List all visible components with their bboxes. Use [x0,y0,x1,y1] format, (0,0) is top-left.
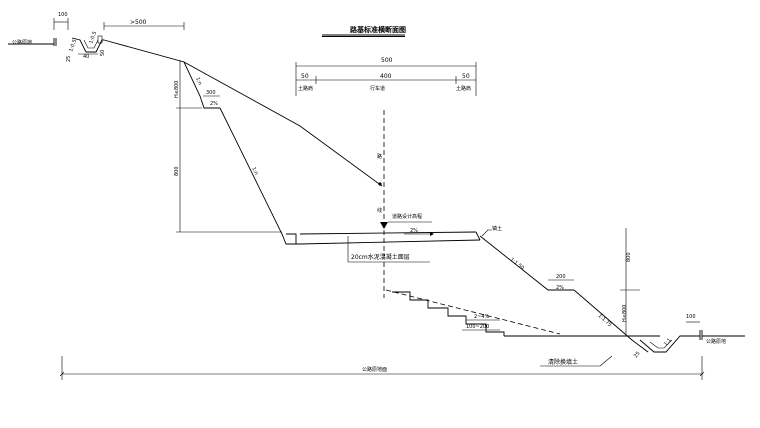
shoulder-right-width: 50 [462,73,470,80]
ditch-depth-right: 25 [633,351,642,360]
right-original-ground-label: 公路原地 [706,338,726,345]
bench-steps-profile [392,291,505,336]
overall-ground-label: 公路原地面 [362,366,387,373]
fill-slope-upper-label: 1:1.50 [509,257,525,272]
left-ditch: 100 1:0.5 1:0.5 25 40 50 [8,12,106,62]
natural-ground-line [183,61,383,187]
design-elevation-marker: 道路设计高程 2% [380,213,434,236]
cut-distance-dim: >500 [103,19,185,30]
slope-height-right: H≤800 [622,305,628,323]
centerline-label-top: 路 [377,153,382,160]
design-elevation-label: 道路设计高程 [392,213,422,220]
ditch-depth-left: 25 [66,56,72,62]
road-crossfall: 2% [410,228,418,234]
right-vertical-dims: 800 H≤800 [620,228,640,334]
vertical-800-right: 800 [626,252,632,262]
pavement: 20cm水泥混凝土面层 [286,231,481,263]
left-cut-slope: 1:n 1:n 300 2% [103,39,383,245]
vertical-800-left: 800 [174,166,180,176]
width-dimensions: 500 50 400 50 土路肩 行车道 土路肩 [295,57,477,96]
cut-slope-upper-label: 1:n [194,77,203,87]
shoulder-right-label: 土路肩 [456,85,471,92]
berm-width-left: 300 [206,90,216,96]
berm-width-right: 200 [556,274,566,280]
right-ditch-profile [639,335,700,353]
step-width-label: 100~200 [466,324,489,330]
overall-width-dim: 公路原地面 [59,356,705,380]
step-slope-label: 2~4% [474,314,490,320]
clear-fill-label: 清除换填土 [548,358,578,366]
ditch-top-width-left: 100 [58,12,68,18]
lower-cut-slope-line [219,107,300,245]
left-original-ground-label: 公路原地 [12,39,32,46]
drawing-title: 路基标准横断面图 [350,25,406,34]
ditch-slope-right: 1:1 [663,337,673,347]
benching-steps: 2~4% 100~200 清除换填土 [385,289,660,367]
lower-fill-slope-line [573,289,649,353]
left-vertical-dims: H≤800 800 [174,60,282,233]
ditch-bottom-left: 40 [83,54,89,60]
upper-cut-slope-line [103,39,220,109]
retaining-label: 镇土 [492,225,502,232]
ditch-side-left: 50 [100,50,106,56]
ditch-slope-b: 1:0.5 [88,31,98,45]
pavement-bottom [299,239,481,245]
left-ditch-profile [71,37,104,53]
total-width-label: 500 [381,57,393,64]
berm-crossfall-right: 2% [556,285,564,291]
cut-slope-lower-label: 1:n [250,166,259,176]
cut-distance-label: >500 [130,19,147,26]
right-ditch: 100 1:1 25 公路原地 [633,314,745,359]
ditch-top-width-right: 100 [686,314,696,320]
ditch-slope-a: 1:0.5 [68,39,78,53]
slope-height-left: H≤800 [174,81,180,99]
berm-crossfall-left: 2% [210,101,218,107]
lane-width: 400 [380,73,392,80]
shoulder-left-width: 50 [301,73,309,80]
shoulder-left-label: 土路肩 [298,85,313,92]
right-fill-slope: 1:1.50 1:1.75 200 2% 镇土 [479,225,649,353]
pavement-top [299,231,477,235]
lane-label: 行车道 [370,85,385,92]
pavement-label: 20cm水泥混凝土面层 [351,253,410,261]
fill-slope-lower-label: 1:1.75 [597,313,613,328]
upper-fill-slope-line [479,235,574,291]
centerline-label-bottom: 线 [377,207,382,214]
